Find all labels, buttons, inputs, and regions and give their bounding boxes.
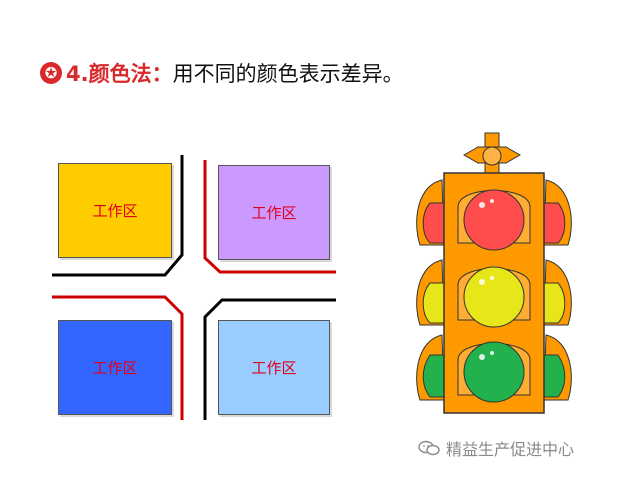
green-light	[463, 341, 525, 403]
road-line-top-right-red	[203, 160, 336, 274]
road-line-top-left-black	[52, 155, 184, 277]
watermark: 精益生产促进中心	[418, 436, 574, 460]
work-zone-blue: 工作区	[58, 320, 172, 415]
work-zone-label: 工作区	[92, 202, 138, 220]
red-light	[463, 189, 525, 251]
traffic-light-top-ornament	[462, 132, 522, 176]
slide-title: ✪ 4.颜色法： 用不同的颜色表示差异。	[40, 58, 404, 88]
work-zone-label: 工作区	[251, 359, 297, 377]
traffic-light-left-flaps	[416, 179, 445, 401]
work-zone-purple: 工作区	[218, 165, 330, 260]
traffic-light-icon	[416, 132, 572, 414]
work-zone-lightblue: 工作区	[218, 320, 330, 415]
work-zone-label: 工作区	[92, 359, 138, 377]
title-heading: 4.颜色法：	[66, 62, 173, 86]
title-description: 用不同的颜色表示差异。	[172, 62, 404, 86]
road-line-bottom-right-black	[203, 298, 336, 420]
traffic-light-right-flaps	[543, 179, 572, 401]
watermark-text: 精益生产促进中心	[446, 440, 575, 459]
yellow-light	[463, 266, 525, 328]
wechat-icon	[418, 440, 440, 456]
work-zone-label: 工作区	[251, 204, 297, 222]
work-zone-yellow: 工作区	[58, 163, 172, 258]
road-line-bottom-left-red	[52, 295, 184, 420]
star-in-circle-icon: ✪	[40, 62, 62, 84]
